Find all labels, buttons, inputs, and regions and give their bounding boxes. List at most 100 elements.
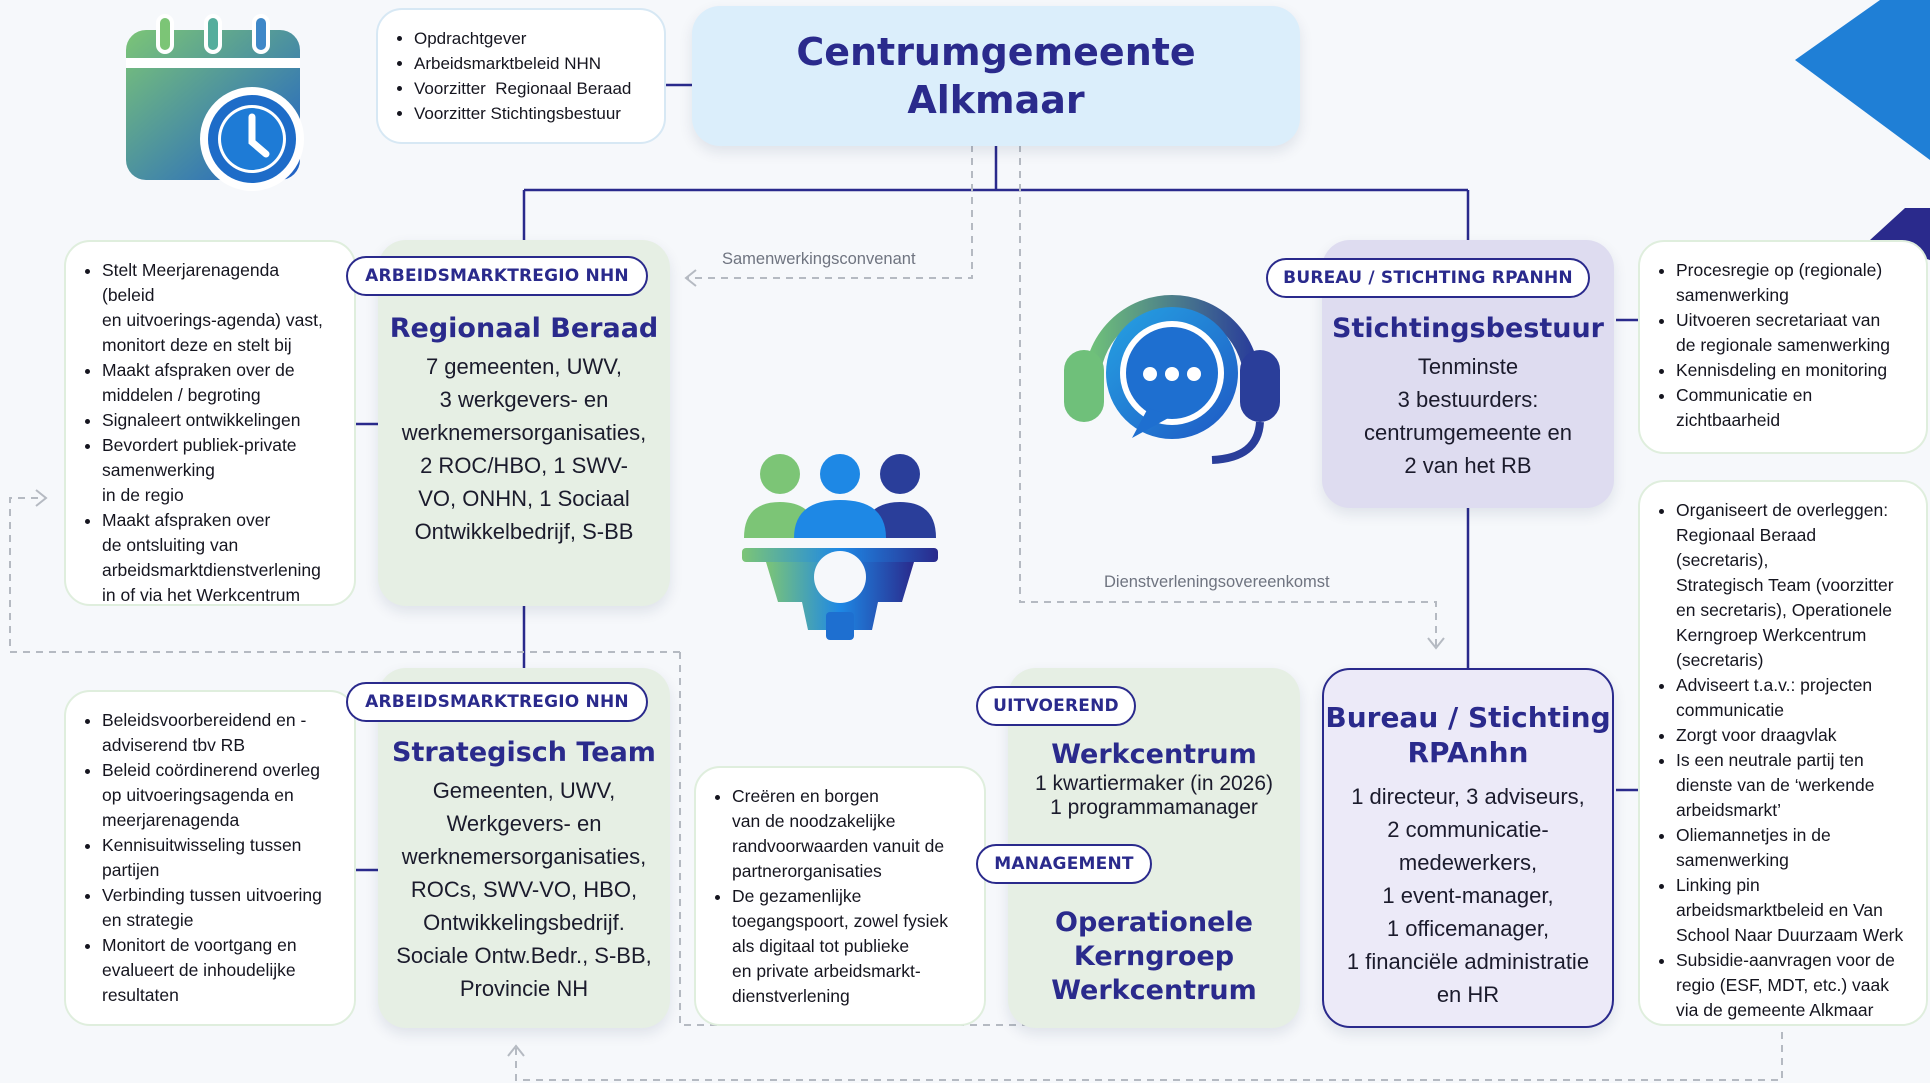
- list-item: Zorgt voor draagvlak: [1676, 723, 1908, 748]
- kerngroep-line: Operationele: [1055, 907, 1253, 938]
- strategisch-team-badge: ARBEIDSMARKTREGIO NHN: [346, 682, 648, 722]
- list-item: Procesregie op (regionale)samenwerking: [1676, 258, 1908, 308]
- list-item-text: De gezamenlijke: [732, 886, 862, 906]
- list-item-text: arbeidsmarkt’: [1676, 800, 1782, 820]
- werkcentrum-title: Werkcentrum: [1051, 739, 1257, 770]
- list-item-text: Linking pin: [1676, 875, 1760, 895]
- list-item-text: via de gemeente Alkmaar: [1676, 1000, 1874, 1020]
- list-item-text: van de noodzakelijke: [732, 811, 896, 831]
- stichtingsbestuur-line: 2 van het RB: [1404, 453, 1532, 478]
- strategisch-team-line: Sociale Ontw.Bedr., S-BB,: [396, 943, 652, 968]
- list-item-text: middelen / begroting: [102, 385, 261, 405]
- list-item-text: Beleid coördinerend overleg: [102, 760, 320, 780]
- list-item-text: (secretaris): [1676, 650, 1764, 670]
- list-item-text: Creëren en borgen: [732, 786, 879, 806]
- centrumgemeente-roles-note: OpdrachtgeverArbeidsmarktbeleid NHNVoorz…: [376, 8, 666, 144]
- bureau-title-line1: Bureau / Stichting: [1325, 701, 1611, 734]
- dienstverleningsovereenkomst-label: Dienstverleningsovereenkomst: [1104, 573, 1330, 591]
- list-item-text: Kennisuitwisseling tussen: [102, 835, 302, 855]
- list-item: Creëren en borgen van de noodzakelijke ran…: [732, 784, 966, 884]
- list-item-text: toegangspoort, zowel fysiek: [732, 911, 948, 931]
- list-item-text: Signaleert ontwikkelingen: [102, 410, 301, 430]
- role-item: Arbeidsmarktbeleid NHN: [414, 51, 650, 76]
- list-item: Maakt afspraken over de middelen / begrot…: [102, 358, 336, 408]
- list-item-text: samenwerking: [102, 460, 215, 480]
- list-item: Bevordert publiek-private samenwerking in …: [102, 433, 336, 508]
- team-gear-icon: [742, 454, 938, 640]
- list-item-text: arbeidsmarktbeleid en Van: [1676, 900, 1883, 920]
- bureau-line: 2 communicatie-: [1387, 817, 1549, 842]
- list-item: Kennisdeling en monitoring: [1676, 358, 1908, 383]
- list-item-text: Strategisch Team (voorzitter: [1676, 575, 1894, 595]
- regionaal-beraad-line: VO, ONHN, 1 Sociaal: [418, 486, 630, 511]
- bureau-title-line2: RPAnhn: [1407, 736, 1529, 769]
- regionaal-beraad-line: Ontwikkelbedrijf, S-BB: [414, 519, 634, 544]
- stichtingsbestuur-title: Stichtingsbestuur: [1332, 313, 1604, 344]
- list-item-text: en private arbeidsmarkt-: [732, 961, 921, 981]
- bureau-line: 1 event-manager,: [1382, 883, 1554, 908]
- stichtingsbestuur-notes: Procesregie op (regionale)samenwerkingUi…: [1638, 240, 1928, 454]
- regionaal-beraad-line: 2 ROC/HBO, 1 SWV-: [420, 453, 628, 478]
- list-item-text: partnerorganisaties: [732, 861, 882, 881]
- list-item-text: regio (ESF, MDT, etc.) vaak: [1676, 975, 1889, 995]
- bureau-line: 1 financiële administratie: [1346, 949, 1590, 974]
- strategisch-team-notes: Beleidsvoorbereidend en -adviserend tbv …: [64, 690, 356, 1026]
- regionaal-beraad-line: 3 werkgevers- en: [439, 387, 609, 412]
- list-item-text: Maakt afspraken over: [102, 510, 271, 530]
- strategisch-team-line: Provincie NH: [459, 976, 589, 1001]
- werkcentrum-programmamanager: 1 programmamanager: [1050, 796, 1258, 819]
- regionaal-beraad-title: Regionaal Beraad: [389, 313, 659, 344]
- list-item-text: Regionaal Beraad (secretaris),: [1676, 525, 1817, 570]
- strategisch-team-line: werknemersorganisaties,: [401, 844, 647, 869]
- regionaal-beraad-line: 7 gemeenten, UWV,: [425, 354, 623, 379]
- list-item-text: dienstverlening: [732, 986, 850, 1006]
- list-item: Subsidie-aanvragen voor de regio (ESF, MD…: [1676, 948, 1908, 1023]
- list-item-text: en strategie: [102, 910, 194, 930]
- list-item: Oliemannetjes in de samenwerking: [1676, 823, 1908, 873]
- list-item: Linking pin arbeidsmarktbeleid en VanScho…: [1676, 873, 1908, 948]
- list-item: Signaleert ontwikkelingen: [102, 408, 336, 433]
- list-item-text: in de regio: [102, 485, 184, 505]
- bureau-title: Bureau / Stichting RPAnhn: [1324, 670, 1612, 770]
- strategisch-team-title: Strategisch Team: [392, 737, 656, 768]
- bureau-line: 1 directeur, 3 adviseurs,: [1351, 784, 1585, 809]
- bureau-line: en HR: [1436, 982, 1500, 1007]
- centrumgemeente-card: Centrumgemeente Alkmaar: [692, 6, 1300, 146]
- list-item-text: Maakt afspraken over de: [102, 360, 295, 380]
- strategisch-team-line: Gemeenten, UWV,: [432, 778, 616, 803]
- samenwerkingsconvenant-label: Samenwerkingsconvenant: [722, 250, 916, 268]
- list-item-text: en secretaris), Operationele: [1676, 600, 1892, 620]
- list-item-text: als digitaal tot publieke: [732, 936, 910, 956]
- bureau-card: Bureau / Stichting RPAnhn 1 directeur, 3…: [1322, 668, 1614, 1028]
- stichtingsbestuur-badge: BUREAU / STICHTING RPANHN: [1266, 258, 1590, 298]
- list-item-text: samenwerking: [1676, 285, 1789, 305]
- list-item-text: Kerngroep Werkcentrum: [1676, 625, 1867, 645]
- list-item-text: in of via het Werkcentrum: [102, 585, 301, 605]
- stichtingsbestuur-line: 3 bestuurders:: [1397, 387, 1539, 412]
- list-item-text: Bevordert publiek-private: [102, 435, 297, 455]
- list-item-text: School Naar Duurzaam Werk: [1676, 925, 1904, 945]
- list-item-text: samenwerking: [1676, 850, 1789, 870]
- regionaal-beraad-card: Regionaal Beraad 7 gemeenten, UWV, 3 werk…: [378, 240, 670, 606]
- list-item-text: randvoorwaarden vanuit de: [732, 836, 945, 856]
- centrumgemeente-subtitle: Alkmaar: [907, 78, 1085, 122]
- list-item-text: Subsidie-aanvragen voor de: [1676, 950, 1895, 970]
- role-item: Voorzitter Stichtingsbestuur: [414, 101, 650, 126]
- list-item-text: Oliemannetjes in de: [1676, 825, 1831, 845]
- list-item: Organiseert de overleggen:Regionaal Bera…: [1676, 498, 1908, 673]
- bureau-notes: Organiseert de overleggen:Regionaal Bera…: [1638, 480, 1928, 1026]
- strategisch-team-card: Strategisch Team Gemeenten, UWV,Werkgeve…: [378, 668, 670, 1028]
- list-item-text: de regionale samenwerking: [1676, 335, 1891, 355]
- list-item: Beleidsvoorbereidend en -adviserend tbv …: [102, 708, 336, 758]
- list-item-text: dienste van de ‘werkende: [1676, 775, 1875, 795]
- list-item-text: Kennisdeling en monitoring: [1676, 360, 1888, 380]
- werkcentrum-notes: Creëren en borgen van de noodzakelijke ran…: [694, 766, 986, 1026]
- stichtingsbestuur-line: centrumgemeente en: [1364, 420, 1572, 445]
